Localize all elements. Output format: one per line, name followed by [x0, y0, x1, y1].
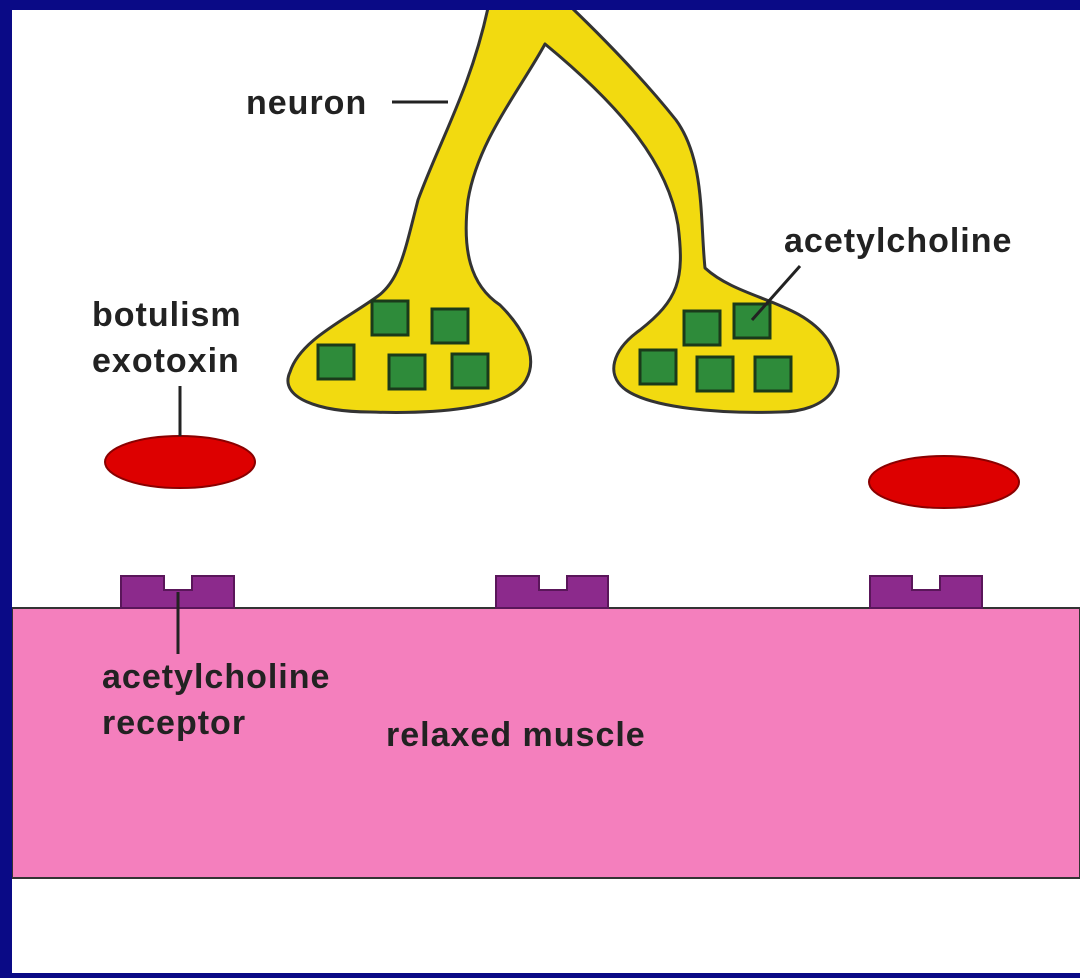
vesicle [372, 301, 408, 335]
label-botulism: botulism [92, 296, 242, 334]
label-exotoxin: exotoxin [92, 342, 240, 380]
vesicle [640, 350, 676, 384]
vesicle [432, 309, 468, 343]
label-acetylcholine: acetylcholine [784, 222, 1012, 260]
label-neuron: neuron [246, 84, 367, 122]
vesicle [452, 354, 488, 388]
vesicle [734, 304, 770, 338]
vesicle [755, 357, 791, 391]
vesicle [389, 355, 425, 389]
vesicle [684, 311, 720, 345]
label-receptor-line1: acetylcholine [102, 658, 330, 696]
toxin-left [105, 436, 255, 488]
toxin-right [869, 456, 1019, 508]
label-relaxed-muscle: relaxed muscle [386, 716, 646, 754]
vesicle [318, 345, 354, 379]
vesicle [697, 357, 733, 391]
label-receptor-line2: receptor [102, 704, 246, 742]
